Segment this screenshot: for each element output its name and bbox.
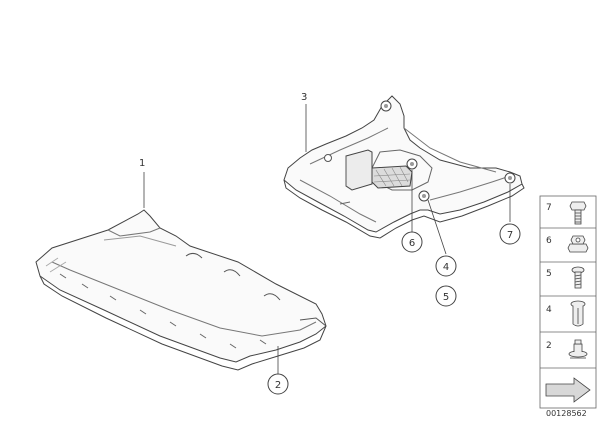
- mount-point: [324, 154, 332, 162]
- rivet-icon: [570, 300, 586, 327]
- vent-grille: [371, 165, 413, 189]
- legend-row-5: 5: [546, 266, 585, 289]
- callout-3: 3: [301, 92, 307, 152]
- legend-row-2: 2: [546, 339, 588, 359]
- callout-2: 2: [267, 346, 289, 395]
- callout-2-label: 2: [275, 380, 281, 391]
- mount-point: [406, 158, 418, 170]
- legend-label-5: 5: [546, 269, 552, 279]
- legend-row-6: 6: [546, 235, 589, 253]
- clip-icon: [568, 339, 588, 359]
- mount-point: [504, 172, 516, 184]
- engine-underbody-panel: [283, 95, 525, 239]
- legend-label-4: 4: [546, 305, 552, 315]
- callout-3-label: 3: [301, 92, 307, 103]
- mount-point: [418, 190, 430, 202]
- callout-7: 7: [499, 184, 521, 245]
- legend-label-6: 6: [546, 236, 552, 246]
- fastener-legend: 7 6 5 4: [539, 195, 597, 409]
- hex-nut-icon: [567, 235, 589, 253]
- callout-6-label: 6: [409, 238, 415, 249]
- front-underbody-panel: [35, 209, 327, 371]
- diagram-code: 00128562: [546, 409, 587, 418]
- callout-7-label: 7: [507, 230, 513, 241]
- panel-section-icon: [545, 377, 591, 403]
- screw-icon: [571, 266, 585, 289]
- legend-label-7: 7: [546, 203, 552, 213]
- legend-label-2: 2: [546, 341, 552, 351]
- legend-row-4: 4: [546, 300, 586, 327]
- callout-1-label: 1: [139, 158, 145, 169]
- callout-1: 1: [139, 158, 145, 208]
- callout-4-label: 4: [443, 262, 449, 273]
- callout-6: 6: [401, 170, 423, 253]
- callout-4: 4: [427, 199, 457, 277]
- callout-5-label: 5: [443, 292, 449, 303]
- callout-5: 5: [435, 285, 457, 307]
- legend-row-7: 7: [546, 201, 587, 225]
- mount-point: [380, 100, 392, 112]
- hex-bolt-icon: [569, 201, 587, 225]
